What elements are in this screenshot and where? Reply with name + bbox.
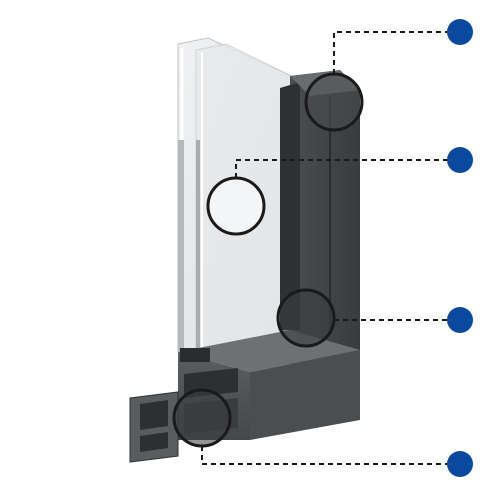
glass-spacer	[178, 140, 184, 352]
callout-lenses	[172, 72, 364, 448]
glass-spacer-2	[196, 140, 200, 352]
leader-glass-unit	[235, 159, 452, 178]
marker-thermal-break[interactable]	[447, 451, 473, 477]
section-chamber-2	[140, 432, 168, 452]
glazing-bead	[180, 348, 210, 362]
lens-glass-unit	[206, 176, 266, 236]
leader-thermal-break	[201, 446, 452, 465]
frame-vertical-inner	[280, 82, 300, 330]
bottom-frame-profile	[129, 330, 360, 463]
marker-inner-gasket[interactable]	[447, 307, 473, 333]
lens-inner-gasket	[276, 288, 336, 348]
callout-markers[interactable]	[447, 19, 473, 477]
marker-glass-unit[interactable]	[447, 147, 473, 173]
callout-leaders	[201, 31, 452, 465]
leader-top-right	[333, 31, 452, 74]
marker-top-right[interactable]	[447, 19, 473, 45]
frame-bottom-side-face	[250, 350, 360, 440]
section-chamber-1	[140, 400, 168, 430]
lens-thermal-break	[172, 388, 232, 448]
lens-top-right	[304, 72, 364, 132]
